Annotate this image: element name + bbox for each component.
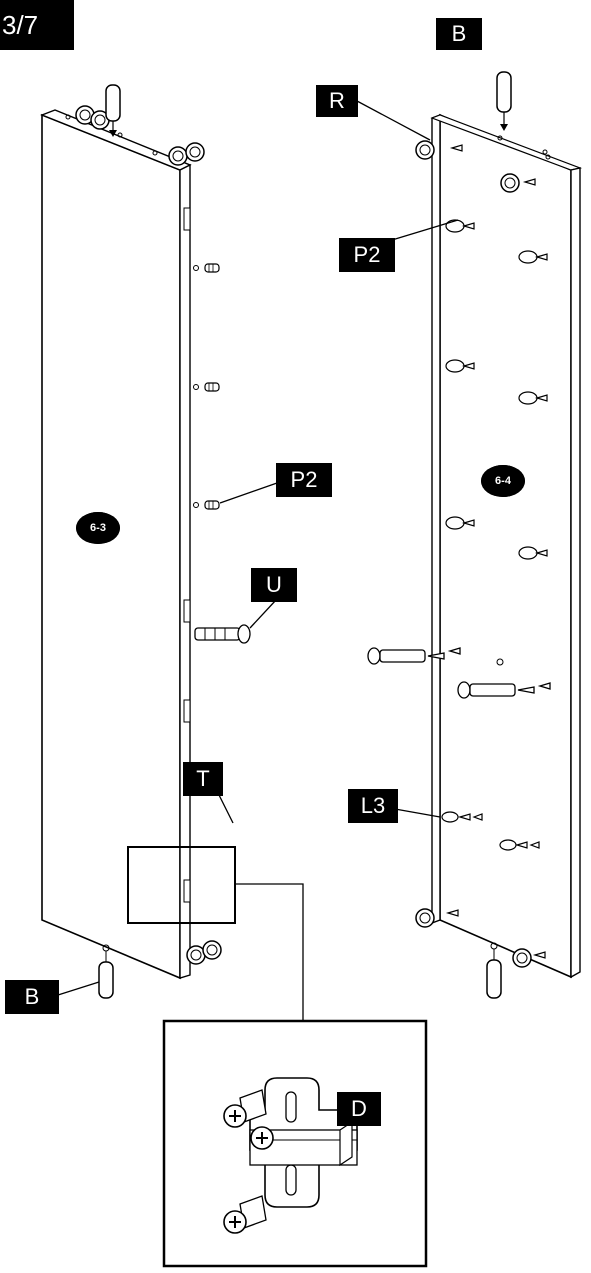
label-r: R <box>316 85 358 117</box>
label-b-bottom: B <box>5 980 59 1014</box>
right-pegs <box>441 219 548 851</box>
label-p2-left: P2 <box>276 463 332 497</box>
detail-inset <box>162 1019 428 1268</box>
label-d: D <box>337 1092 381 1126</box>
leader-lines <box>57 100 459 1020</box>
right-dowel-bottom <box>486 942 502 999</box>
step-indicator: 3/7 <box>0 0 74 50</box>
right-connectors <box>367 647 551 699</box>
right-dowel-top <box>496 71 512 131</box>
label-p2-right: P2 <box>339 238 395 272</box>
left-dowel-top <box>105 84 121 137</box>
panel-6-4 <box>430 113 583 979</box>
left-pegs <box>193 263 220 782</box>
label-t: T <box>183 762 223 796</box>
detail-source-box <box>127 846 236 924</box>
label-l3: L3 <box>348 789 398 823</box>
label-u: U <box>251 568 297 602</box>
left-dowel-bottom <box>98 944 114 999</box>
label-b-top: B <box>436 18 482 50</box>
panel-6-4-badge: 6-4 <box>481 465 525 497</box>
right-fittings <box>415 140 546 968</box>
left-connector-u <box>194 624 251 644</box>
panel-6-3-badge: 6-3 <box>76 512 120 544</box>
